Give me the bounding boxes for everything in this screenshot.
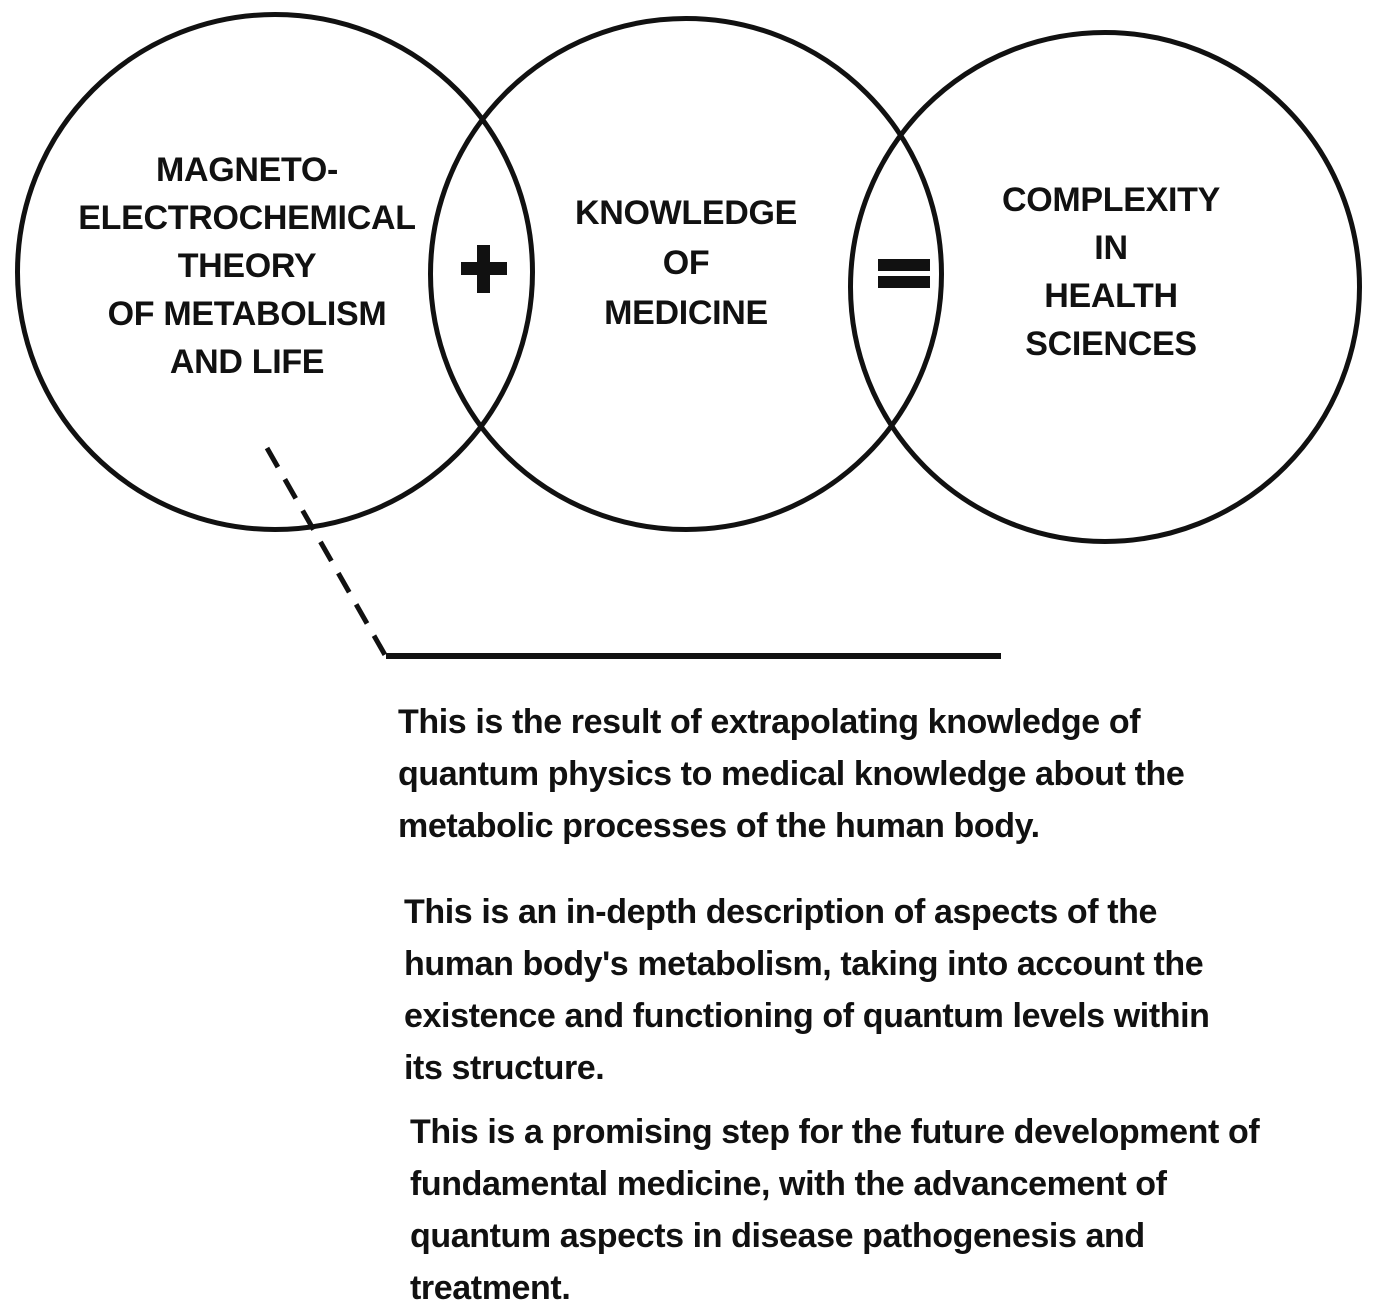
equals-operator-label: = [878, 259, 879, 260]
paragraph-line: This is an in-depth description of aspec… [404, 893, 1158, 931]
circle-label-knowledge-of-medicine: KNOWLEDGE OF MEDICINE [536, 188, 836, 338]
paragraph-line: its structure. [404, 1049, 605, 1087]
label-line: KNOWLEDGE [574, 194, 798, 232]
label-line: OF METABOLISM [107, 295, 387, 333]
paragraph-line: existence and functioning of quantum lev… [404, 997, 1210, 1035]
annotation-paragraph-3: This is a promising step for the future … [410, 1106, 1260, 1313]
plus-operator-label: + [461, 245, 462, 246]
circle-complexity-health-sciences [848, 30, 1362, 544]
label-line: HEALTH [1044, 277, 1178, 315]
annotation-paragraph-2: This is an in-depth description of aspec… [404, 886, 1210, 1094]
equals-operator-icon: = [878, 259, 930, 288]
plus-operator-icon: + [461, 245, 507, 293]
label-line: COMPLEXITY [1001, 181, 1221, 219]
label-line: MAGNETO- [155, 151, 339, 189]
label-line: IN [1094, 229, 1128, 267]
paragraph-line: treatment. [410, 1269, 571, 1307]
circle-label-complexity-health-sciences: COMPLEXITY IN HEALTH SCIENCES [951, 176, 1271, 368]
paragraph-line: This is a promising step for the future … [410, 1113, 1260, 1151]
paragraph-line: fundamental medicine, with the advanceme… [410, 1165, 1167, 1203]
annotation-paragraph-1: This is the result of extrapolating know… [398, 696, 1185, 852]
label-line: MEDICINE [604, 294, 768, 332]
label-line: OF [662, 244, 710, 282]
paragraph-line: quantum physics to medical knowledge abo… [398, 755, 1185, 793]
label-line: ELECTROCHEMICAL [78, 199, 416, 237]
paragraph-line: human body's metabolism, taking into acc… [404, 945, 1204, 983]
paragraph-line: This is the result of extrapolating know… [398, 703, 1141, 741]
paragraph-line: quantum aspects in disease pathogenesis … [410, 1217, 1145, 1255]
label-line: THEORY [177, 247, 317, 285]
dashed-leader-line [264, 446, 388, 657]
label-line: AND LIFE [169, 343, 325, 381]
callout-connector [264, 446, 1001, 659]
label-line: SCIENCES [1025, 325, 1197, 363]
paragraph-line: metabolic processes of the human body. [398, 807, 1040, 845]
circle-label-magneto-theory: MAGNETO- ELECTROCHEMICAL THEORY OF METAB… [47, 146, 447, 386]
